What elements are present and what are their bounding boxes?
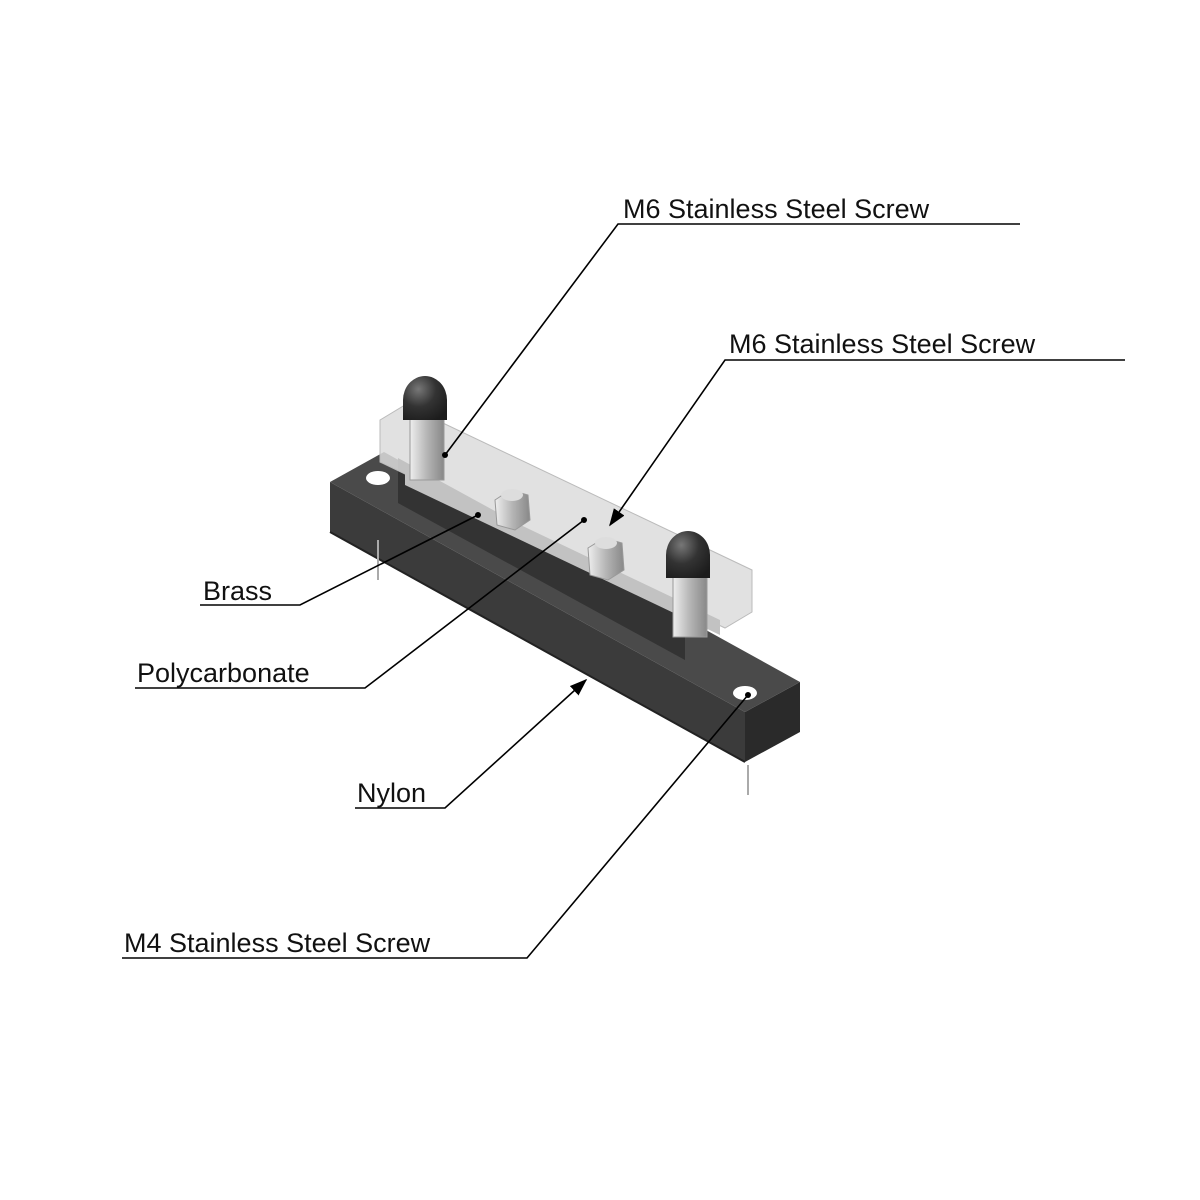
- leader-lines: [122, 223, 1125, 959]
- terminal-stud-left: [403, 376, 447, 481]
- m6-nut-middle-2: [587, 537, 625, 581]
- label-nylon: Nylon: [357, 778, 426, 808]
- label-m4-screw: M4 Stainless Steel Screw: [124, 928, 431, 958]
- m6-nut-middle-1: [494, 489, 531, 531]
- label-polycarbonate: Polycarbonate: [137, 658, 310, 688]
- mounting-hole-right: [733, 686, 757, 700]
- terminal-stud-right: [666, 531, 710, 638]
- label-m6-screw-top: M6 Stainless Steel Screw: [623, 194, 930, 224]
- cap-left: [403, 376, 447, 420]
- label-m6-screw-middle: M6 Stainless Steel Screw: [729, 329, 1036, 359]
- leader-dots: [442, 452, 751, 698]
- leader-nylon: [355, 678, 588, 809]
- label-brass: Brass: [203, 576, 272, 606]
- leader-polycarbonate: [135, 519, 585, 689]
- leader-m6-middle: [609, 359, 1125, 527]
- leader-m6-top: [444, 223, 1020, 456]
- mounting-hole-left: [366, 471, 390, 485]
- brass-bar: [405, 470, 720, 635]
- cap-right: [666, 531, 710, 578]
- leader-m4: [122, 694, 749, 959]
- leader-brass: [200, 514, 479, 606]
